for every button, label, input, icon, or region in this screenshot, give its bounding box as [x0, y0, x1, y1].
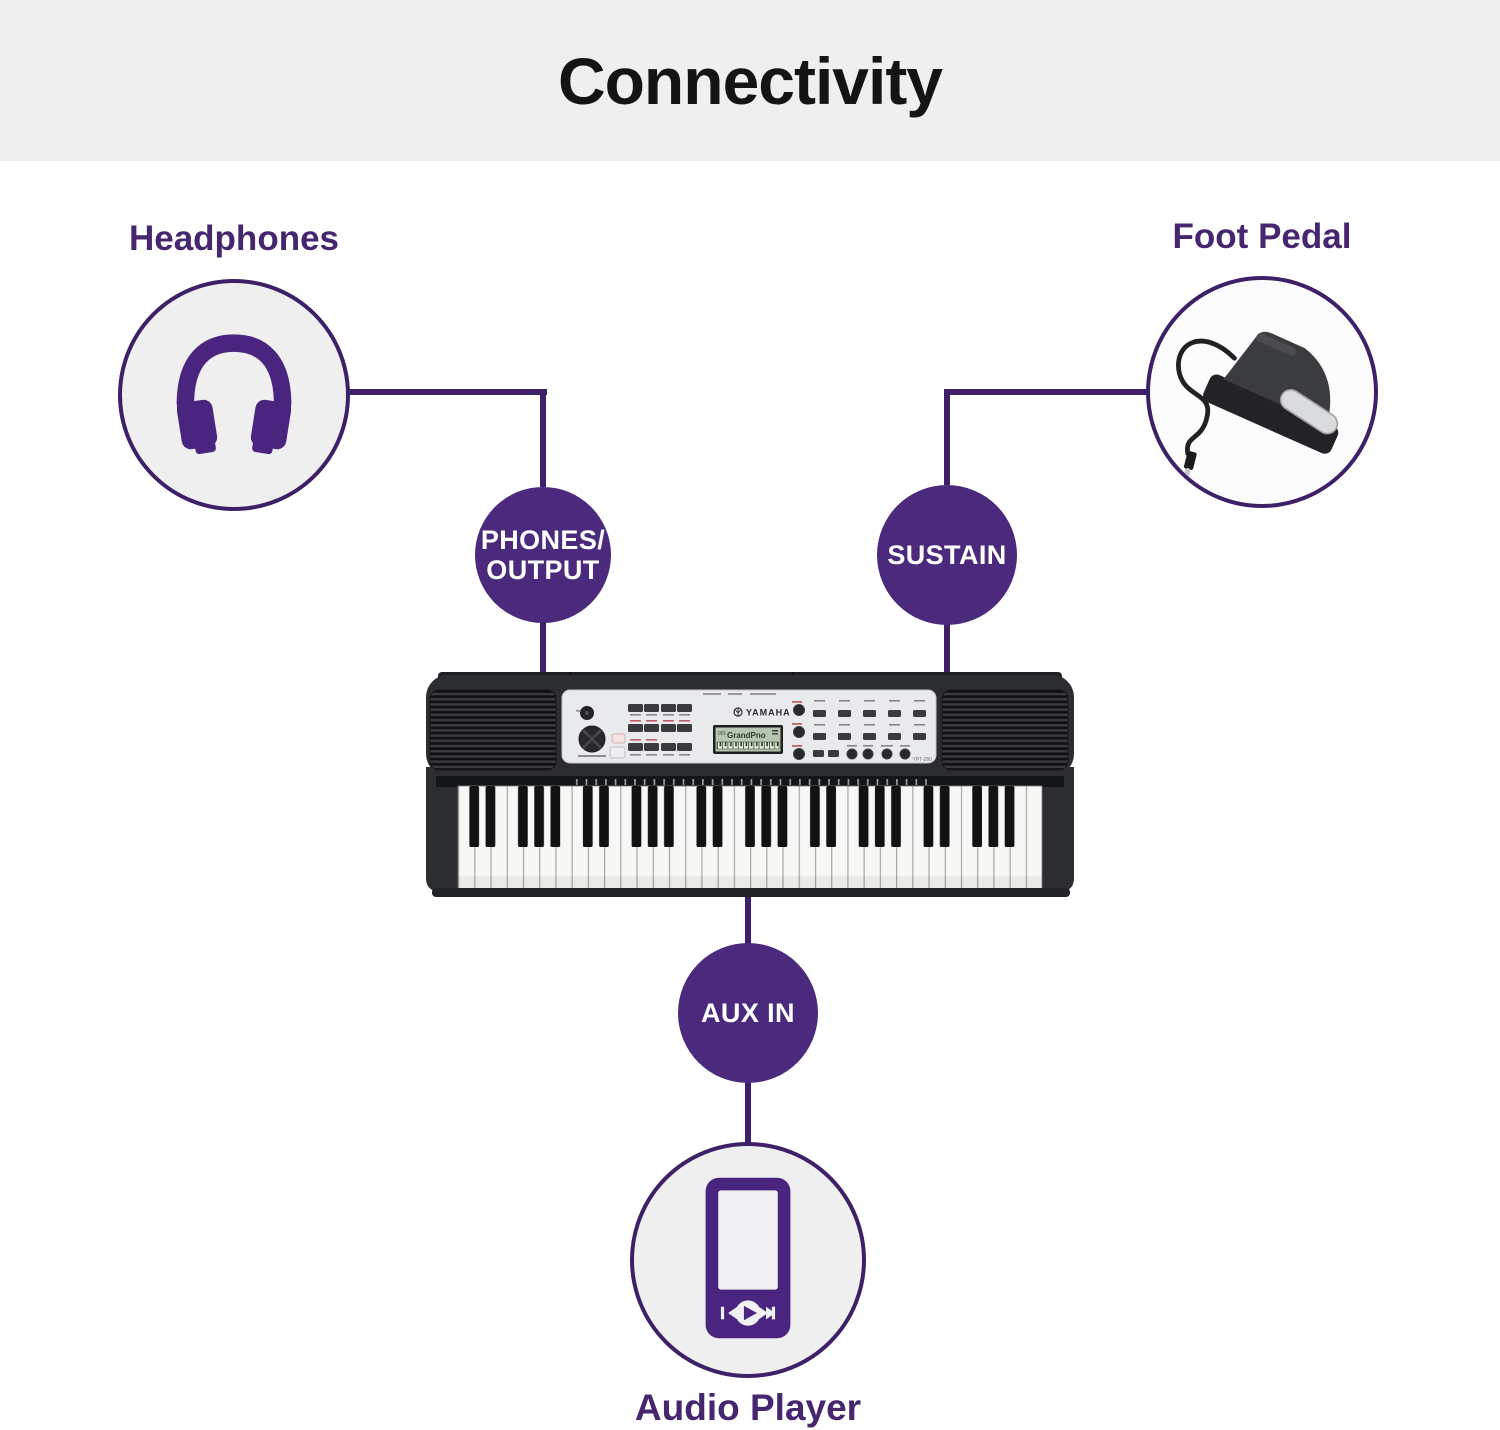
left-speaker-grille — [429, 689, 557, 771]
svg-text:001: 001 — [718, 731, 727, 737]
connector-auxin-lower — [745, 1081, 751, 1144]
audio-player-node — [630, 1142, 866, 1378]
control-panel: YAMAHA 001 GrandPno — [561, 689, 937, 764]
foot-pedal-node — [1146, 276, 1378, 508]
left-button-grid — [628, 704, 692, 751]
yamaha-keyboard-image: YAMAHA 001 GrandPno — [420, 672, 1080, 904]
model-label: YPT-280 — [913, 757, 933, 763]
right-speaker-grille — [941, 689, 1069, 771]
headphones-node — [118, 279, 350, 511]
connector-headphones-horizontal — [343, 389, 547, 395]
front-rail — [432, 888, 1070, 897]
port-phones-line2: OUTPUT — [486, 555, 600, 585]
headphones-label: Headphones — [128, 219, 340, 258]
transport-buttons — [813, 745, 911, 760]
sustain-pedal-image — [1156, 284, 1368, 501]
port-sustain: SUSTAIN — [877, 485, 1017, 625]
port-aux-in: AUX IN — [678, 943, 818, 1083]
right-button-grid — [813, 710, 926, 740]
function-button — [609, 746, 626, 759]
mode-buttons — [792, 701, 805, 760]
connector-phones-upper — [540, 389, 546, 487]
port-aux-in-label: AUX IN — [701, 997, 795, 1028]
connector-sustain-upper — [944, 389, 950, 485]
port-phones-line1: PHONES/ — [480, 524, 606, 555]
demo-button — [611, 733, 626, 744]
lcd-display: 001 GrandPno — [713, 725, 783, 754]
port-sustain-label: SUSTAIN — [887, 539, 1007, 570]
connector-pedal-horizontal — [944, 389, 1149, 395]
svg-text:YAMAHA: YAMAHA — [746, 708, 791, 718]
connector-sustain-lower — [944, 623, 950, 678]
title-banner: Connectivity — [0, 0, 1500, 161]
audio-player-label: Audio Player — [634, 1387, 862, 1428]
headphones-icon — [158, 324, 310, 466]
connector-auxin-upper — [745, 893, 751, 945]
foot-pedal-label: Foot Pedal — [1172, 217, 1352, 256]
connector-phones-lower — [540, 621, 546, 678]
yamaha-logo: YAMAHA — [733, 707, 791, 718]
play-icon — [743, 1305, 758, 1320]
media-player-icon — [702, 1175, 794, 1346]
black-keys — [458, 786, 1027, 847]
svg-text:GrandPno: GrandPno — [727, 731, 766, 740]
page-title: Connectivity — [557, 43, 943, 118]
port-phones-output: PHONES/ OUTPUT — [475, 487, 611, 623]
